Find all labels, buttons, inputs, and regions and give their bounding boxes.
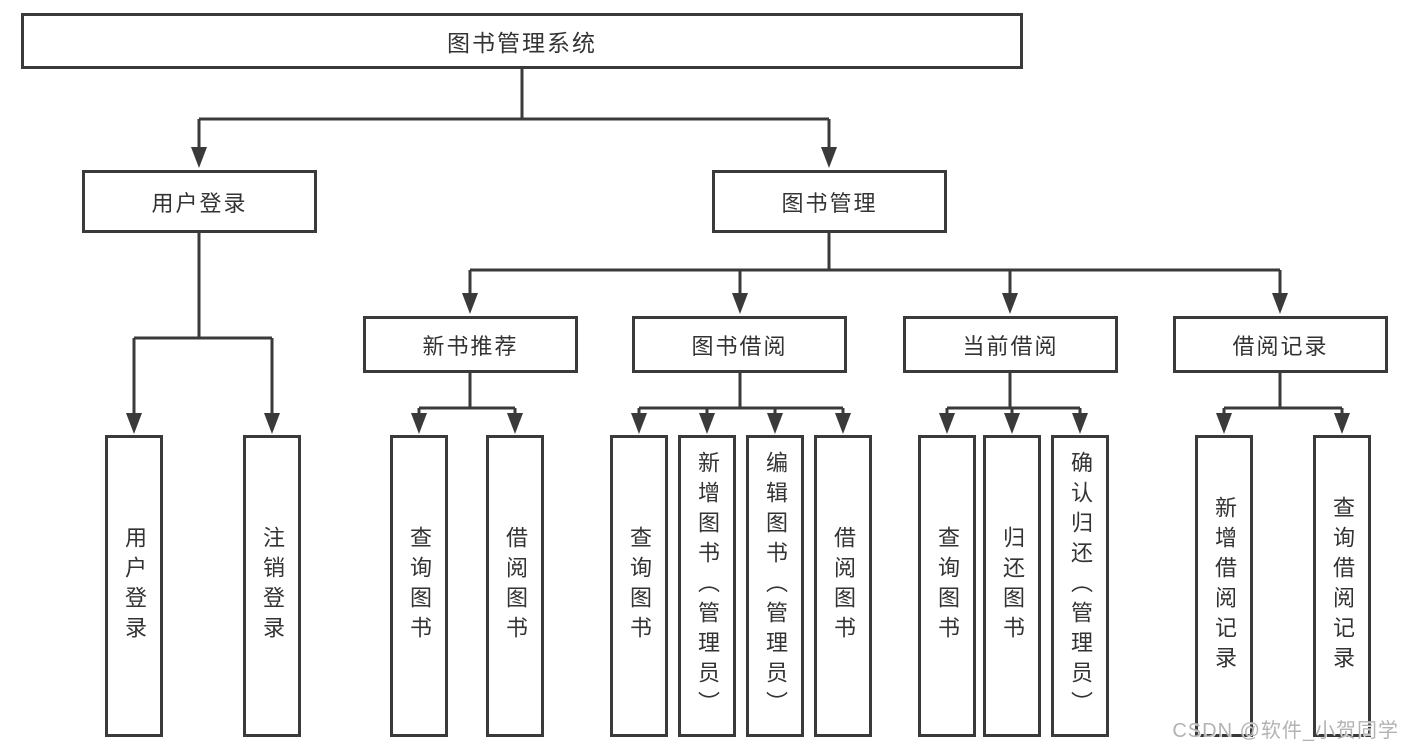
leaf-search-books-current: 查询图书 — [918, 435, 976, 737]
node-label: 查询图书 — [935, 526, 960, 646]
node-label: 图书管理 — [781, 190, 878, 216]
arrowheads — [126, 147, 1350, 434]
node-label: 查询图书 — [627, 526, 652, 646]
node-borrowing-records: 借阅记录 — [1173, 316, 1388, 373]
node-label: 确认归还（管理员） — [1068, 451, 1093, 721]
node-label: 注销登录 — [260, 526, 285, 646]
leaf-borrow-books-recommend: 借阅图书 — [486, 435, 544, 737]
leaf-confirm-return-admin: 确认归还（管理员） — [1051, 435, 1109, 737]
node-new-book-recommendation: 新书推荐 — [363, 316, 578, 373]
leaf-search-books-borrow: 查询图书 — [610, 435, 668, 737]
node-label: 编辑图书（管理员） — [763, 451, 788, 721]
node-label: 借阅图书 — [831, 526, 856, 646]
leaf-search-borrow-record: 查询借阅记录 — [1313, 435, 1371, 737]
node-label: 图书借阅 — [691, 333, 788, 359]
leaf-logout: 注销登录 — [243, 435, 301, 737]
node-book-borrowing: 图书借阅 — [632, 316, 847, 373]
leaf-add-borrow-record: 新增借阅记录 — [1195, 435, 1253, 737]
node-current-borrowing: 当前借阅 — [903, 316, 1118, 373]
node-label: 当前借阅 — [962, 333, 1059, 359]
node-label: 查询借阅记录 — [1330, 496, 1355, 676]
node-label: 用户登录 — [151, 190, 248, 216]
node-label: 归还图书 — [1000, 526, 1025, 646]
node-label: 借阅图书 — [503, 526, 528, 646]
node-label: 新增借阅记录 — [1212, 496, 1237, 676]
node-label: 用户登录 — [122, 526, 147, 646]
node-label: 查询图书 — [407, 526, 432, 646]
node-library-management-system: 图书管理系统 — [21, 13, 1023, 69]
node-book-management: 图书管理 — [712, 170, 947, 233]
node-user-login: 用户登录 — [82, 170, 317, 233]
leaf-search-books-recommend: 查询图书 — [390, 435, 448, 737]
node-label: 新书推荐 — [422, 333, 519, 359]
leaf-add-book-admin: 新增图书（管理员） — [678, 435, 736, 737]
csdn-watermark: CSDN @软件_小贺同学 — [1172, 720, 1399, 742]
leaf-return-book: 归还图书 — [983, 435, 1041, 737]
node-label: 借阅记录 — [1232, 333, 1329, 359]
leaf-user-login: 用户登录 — [105, 435, 163, 737]
node-label: 图书管理系统 — [447, 30, 597, 56]
leaf-edit-book-admin: 编辑图书（管理员） — [746, 435, 804, 737]
node-label: 新增图书（管理员） — [695, 451, 720, 721]
leaf-borrow-books: 借阅图书 — [814, 435, 872, 737]
